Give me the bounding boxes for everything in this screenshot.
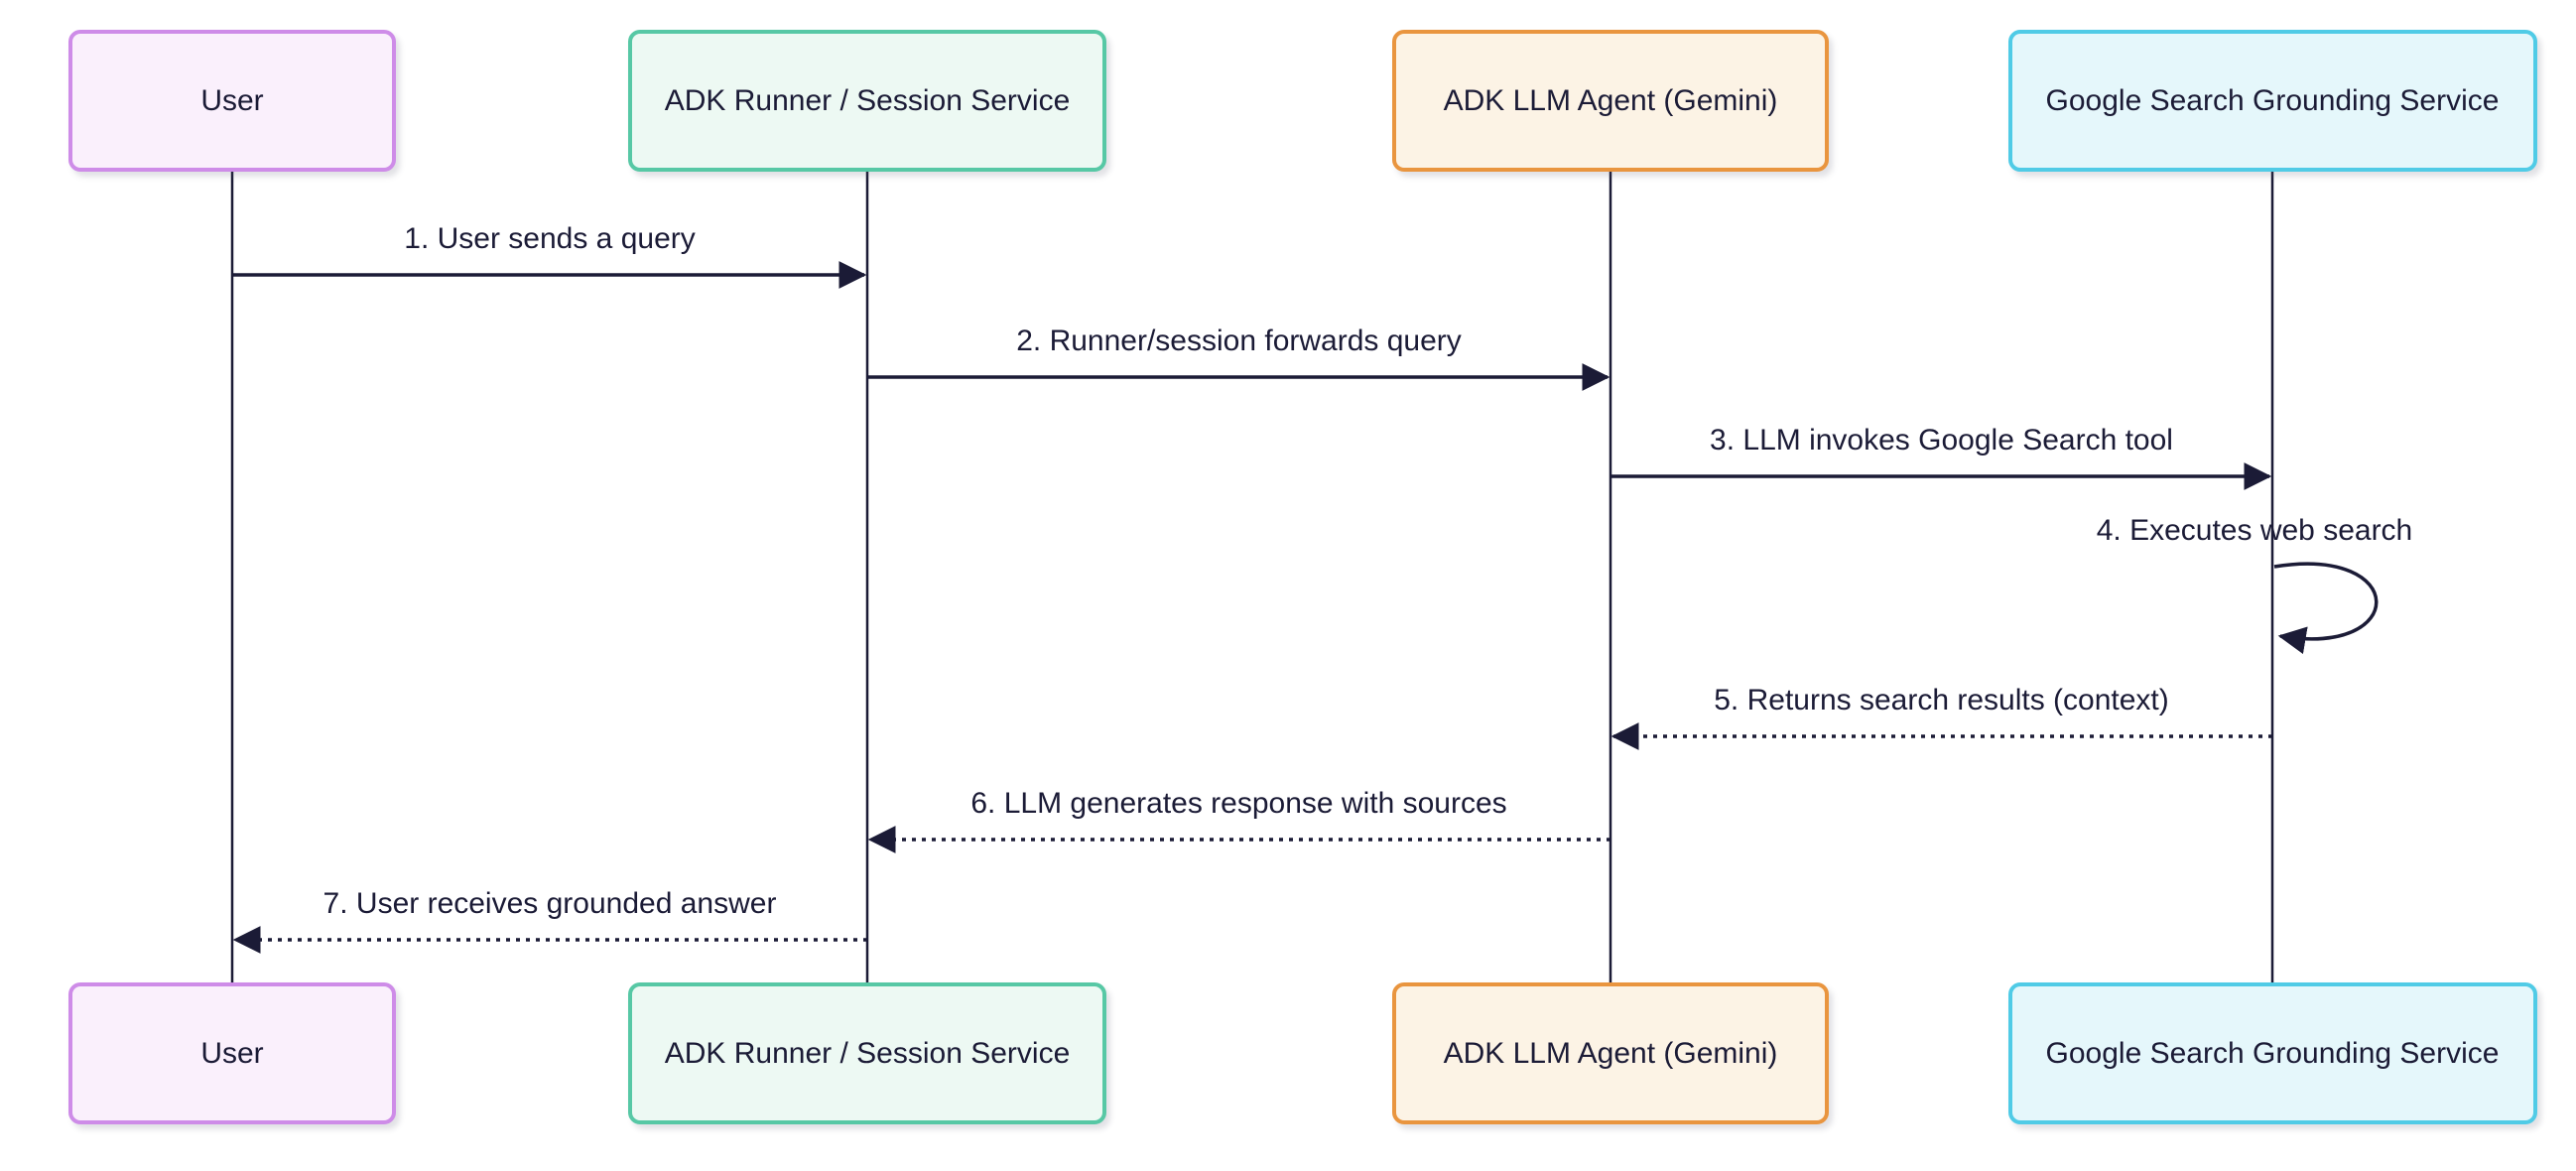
participant-label: ADK Runner / Session Service: [664, 1036, 1071, 1070]
participant-runner-top: ADK Runner / Session Service: [628, 30, 1106, 172]
participant-user-top: User: [68, 30, 396, 172]
message-label-7: 7. User receives grounded answer: [322, 887, 777, 920]
participant-agent-top: ADK LLM Agent (Gemini): [1392, 30, 1829, 172]
message-label-4: 4. Executes web search: [2096, 514, 2413, 547]
participant-label: ADK Runner / Session Service: [664, 83, 1071, 117]
participant-google-top: Google Search Grounding Service: [2007, 30, 2537, 172]
self-loop-arrow: [2273, 562, 2379, 655]
participant-agent-bottom: ADK LLM Agent (Gemini): [1392, 982, 1829, 1124]
participant-label: ADK LLM Agent (Gemini): [1443, 83, 1778, 117]
participant-label: User: [200, 83, 264, 117]
message-label-3: 3. LLM invokes Google Search tool: [1710, 424, 2173, 456]
participant-google-bottom: Google Search Grounding Service: [2007, 982, 2537, 1124]
participant-runner-bottom: ADK Runner / Session Service: [628, 982, 1106, 1124]
participant-label: ADK LLM Agent (Gemini): [1443, 1036, 1778, 1070]
participant-label: Google Search Grounding Service: [2045, 1036, 2500, 1070]
participant-label: Google Search Grounding Service: [2045, 83, 2500, 117]
participant-user-bottom: User: [68, 982, 396, 1124]
message-label-2: 2. Runner/session forwards query: [1016, 325, 1462, 357]
participant-label: User: [200, 1036, 264, 1070]
message-label-1: 1. User sends a query: [404, 222, 696, 255]
message-label-5: 5. Returns search results (context): [1714, 684, 2169, 716]
message-label-6: 6. LLM generates response with sources: [970, 787, 1507, 820]
